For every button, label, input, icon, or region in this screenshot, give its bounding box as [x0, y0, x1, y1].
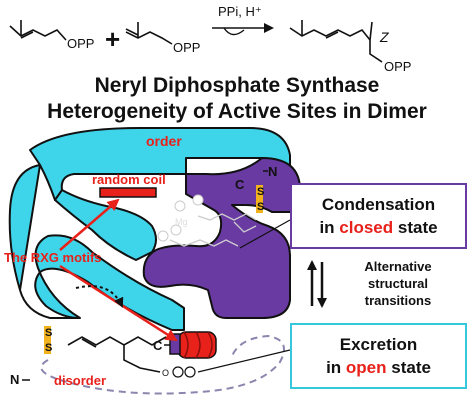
rxg-arrow-up	[59, 198, 120, 251]
cyan-subunit-mid	[54, 189, 157, 261]
disorder-label: disorder	[54, 373, 106, 388]
phosphate-group-closed	[157, 194, 204, 242]
sulfur-label-1: S	[257, 186, 264, 198]
connector-open	[197, 349, 291, 373]
reagents-label: PPi, H⁺	[218, 4, 262, 19]
oxygen-label: O	[162, 368, 169, 378]
mg-label: Mg	[175, 217, 188, 227]
transition-line-1: Alternative	[364, 259, 431, 274]
rxg-motifs-label: The RXG motifs	[4, 250, 102, 265]
sulfur-label-2: S	[257, 201, 264, 213]
dotted-arrow	[75, 285, 124, 308]
reaction-arrow	[212, 23, 274, 36]
bound-substrate-closed	[169, 213, 257, 247]
n-terminus-top: N	[268, 164, 277, 179]
product-structure	[289, 20, 383, 63]
open-box-state: state	[391, 358, 431, 377]
closed-state-box: Condensation in closed state	[290, 183, 467, 249]
helix-label: helix	[218, 337, 250, 353]
open-box-in: in	[326, 358, 342, 377]
open-box-line-1: Excretion	[339, 335, 418, 354]
transition-line-2: structural	[368, 276, 428, 291]
disorder-loop-left	[40, 359, 61, 381]
random-coil-band	[99, 187, 157, 198]
disulfide-bottom	[44, 326, 51, 354]
reactant-1-structure	[9, 20, 67, 41]
phosphate-group-open	[172, 366, 196, 378]
n-terminus-bottom: N	[10, 372, 19, 387]
product-opp: OPP	[384, 59, 411, 74]
reactant-1-opp: OPP	[67, 36, 94, 51]
transition-line-3: transitions	[365, 293, 431, 308]
disulfide-top	[256, 185, 263, 213]
connector-closed	[239, 219, 291, 249]
open-box-line-2: in open state	[326, 356, 431, 379]
title-line-2: Heterogeneity of Active Sites in Dimer	[47, 100, 427, 123]
helix	[169, 331, 217, 359]
closed-box-in: in	[319, 218, 335, 237]
open-state-box: Excretion in open state	[290, 323, 467, 389]
released-product	[67, 336, 167, 373]
z-stereo-label: Z	[379, 29, 389, 45]
sulfur-label-4: S	[45, 342, 52, 354]
order-label: order	[146, 133, 182, 149]
closed-box-line-1: Condensation	[321, 195, 436, 214]
plus-sign: +	[105, 24, 120, 54]
c-terminus-bottom: C	[153, 338, 163, 353]
c-terminus-top: C	[235, 177, 245, 192]
sulfur-label-3: S	[45, 327, 52, 339]
closed-box-line-2: in closed state	[319, 216, 437, 239]
closed-state-word: closed	[339, 218, 394, 237]
reactant-2-structure	[125, 22, 173, 45]
open-state-word: open	[345, 358, 387, 377]
random-coil-label: random coil	[92, 172, 166, 187]
reactant-2-opp: OPP	[173, 40, 200, 55]
cyan-subunit-body	[8, 164, 185, 331]
disorder-loop	[59, 334, 285, 395]
title-line-1: Neryl Diphosphate Synthase	[95, 74, 380, 97]
closed-box-state: state	[397, 218, 438, 237]
